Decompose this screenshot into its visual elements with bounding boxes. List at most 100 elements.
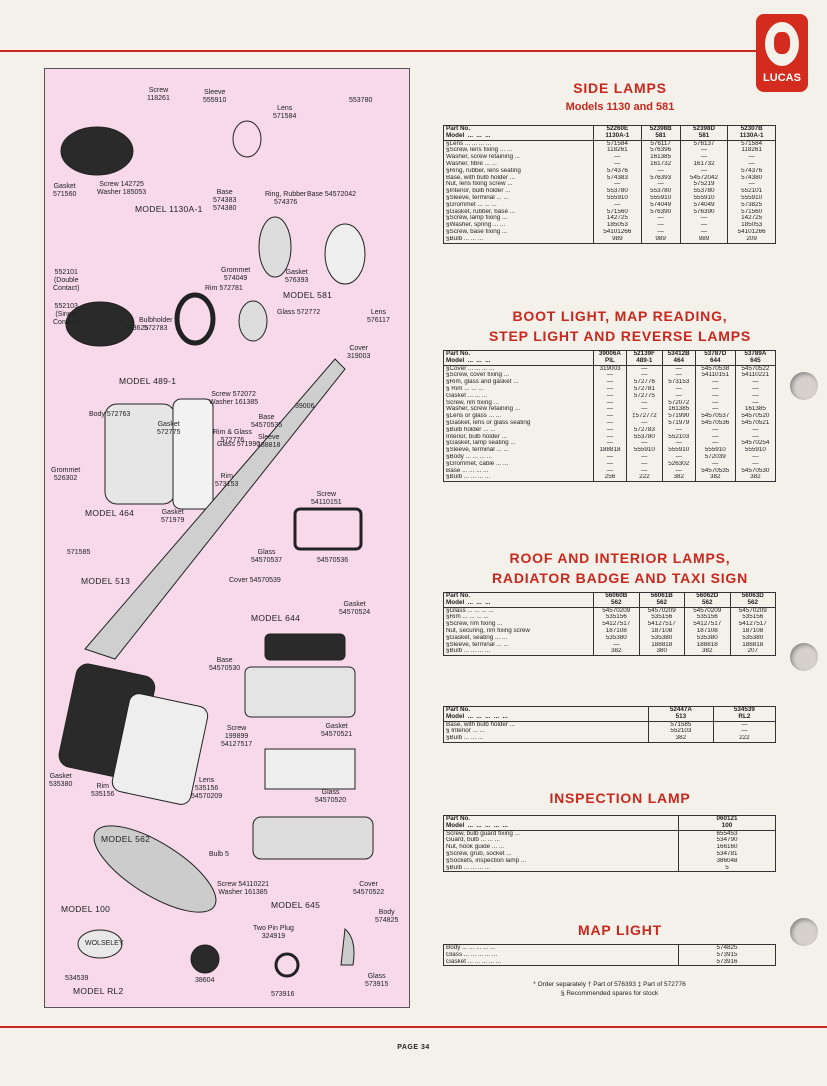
part-number-cell: 54110221 [741, 372, 770, 379]
part-callout: Cover 319003 [347, 345, 371, 360]
parts-table: Part No. Model ... ... ... ... ...52447A… [443, 706, 777, 743]
part-number-cell: 54570538 [701, 365, 730, 372]
part-number-cell: 555910 [668, 447, 690, 454]
part-number-cell: 535380 [696, 634, 718, 641]
header-part-cell: 52260E 1130A-1 [593, 125, 642, 141]
crest-icon [765, 22, 799, 66]
part-number-cell: — [700, 147, 708, 154]
part-number-cell: — [752, 379, 759, 386]
part-description: §Rim ... ... ... ... [446, 614, 489, 621]
header-part-cell: 52447A 513 [648, 706, 714, 722]
binder-hole [790, 918, 818, 946]
part-callout: Grommet 574049 [221, 267, 251, 282]
header-part-cell: 56060B 562 [593, 592, 640, 608]
part-callout: Base 54570530 [209, 657, 241, 672]
part-description: §Cover ... ... ... ... [446, 365, 495, 372]
part-number-cell: 54127517 [647, 621, 676, 628]
part-number-cell: 571979 [668, 419, 690, 426]
part-number-cell: — [606, 372, 614, 379]
part-callout: Gasket 572775 [157, 421, 181, 436]
part-description: Washer, screw retaining ... [446, 154, 520, 161]
part-number-cell: 142725 [741, 215, 763, 222]
part-description: §Bulb ... ... ... ... [446, 648, 491, 655]
part-number-cell: 574049 [650, 201, 672, 208]
part-number-cell: — [712, 406, 719, 413]
part-number-cell: — [606, 419, 614, 426]
glass-562 [264, 748, 356, 790]
part-number-cell: 572775 [633, 392, 655, 399]
part-number-cell: 161732 [693, 160, 715, 167]
part-callout: Base 574383 574380 [213, 189, 237, 212]
header-part-cell: 56061B 562 [638, 592, 685, 608]
model-label: MODEL 644 [251, 613, 301, 623]
part-callout: 571585 [67, 549, 91, 556]
part-number-cell: 574376 [741, 167, 763, 174]
section-heading: SIDE LAMPS [573, 80, 667, 96]
part-callout: Grommet 526302 [51, 467, 81, 482]
base-581 [258, 216, 292, 278]
part-number-cell: — [748, 160, 755, 167]
part-description: Body ... ... ... ... ... [446, 945, 496, 951]
table-body-row: Base, with bulb holder ...§ Interior ...… [443, 720, 777, 743]
part-callout: 552101 (Double Contact) [53, 269, 80, 292]
model-label: MODEL 513 [81, 576, 131, 586]
table-header-row: Part No. Model ... ... ...52260E 1130A-1… [443, 125, 776, 141]
part-number-cell: — [675, 440, 682, 447]
part-number-cell: 571560 [606, 208, 628, 215]
part-number-cell: — [641, 467, 648, 474]
parts-table: Part No. Model ... ... ... ... ...060121… [443, 815, 776, 873]
part-callout: Gasket 535380 [49, 773, 73, 788]
section-heading: BOOT LIGHT, MAP READING, STEP LIGHT AND … [489, 308, 751, 344]
part-number-cell: — [641, 372, 648, 379]
part-number-cell: 553780 [633, 433, 655, 440]
part-number-cell: — [748, 154, 755, 161]
part-number-cell: — [752, 453, 759, 460]
table-body-row: §Glass ... ... ... ...§Rim ... ... ... .… [443, 606, 776, 657]
part-number-cell: — [657, 228, 664, 235]
part-number-cell: 54570209 [602, 607, 631, 614]
part-number-cell: — [613, 641, 620, 648]
part-number-cell: 54101266 [603, 228, 632, 235]
model-label: MODEL 581 [283, 290, 333, 300]
part-number-cell: — [700, 215, 708, 222]
part-description: §Bulb holder ... ... [446, 426, 496, 433]
model-label: MODEL 489-1 [119, 376, 177, 386]
part-number-cell: — [641, 365, 648, 372]
part-number-cell: — [741, 721, 748, 728]
table-header-row: Part No. Model ... ... ... ... ...52447A… [443, 706, 777, 722]
part-number-cell: 382 [673, 474, 684, 481]
part-number-cell: 552101 [741, 188, 763, 195]
part-number-cell: 54570530 [741, 467, 770, 474]
part-callout: 54570536 [317, 557, 349, 564]
part-description: Base, with bulb holder ... [446, 721, 515, 728]
section-heading: ROOF AND INTERIOR LAMPS, RADIATOR BADGE … [492, 550, 748, 586]
part-number-cell: — [675, 467, 682, 474]
part-callout: 553780 [349, 97, 373, 104]
part-number-cell: 54570209 [647, 607, 676, 614]
part-number-cell: 54127517 [738, 621, 767, 628]
header-part-cell: 53412B 464 [661, 350, 696, 366]
part-description: §Gasket, seating ... ... [446, 634, 508, 641]
part-number-cell: 535380 [605, 634, 627, 641]
lamp-644-body [84, 358, 346, 660]
header-part-cell: 52139F 489-1 [625, 350, 663, 366]
lens-581 [324, 223, 366, 285]
part-number-cell: 576396 [650, 147, 672, 154]
footnotes: * Order separately † Part of 576393 ‡ Pa… [443, 980, 776, 998]
part-number-cell: 576117 [650, 140, 671, 147]
part-number-cell: 535156 [742, 614, 764, 621]
part-description: Gasket ... ... ... ... ... [446, 958, 501, 965]
part-callout: Gasket 54570524 [339, 601, 371, 616]
rim-489 [174, 292, 216, 346]
part-number-cell: — [657, 222, 664, 229]
part-number-cell: — [712, 399, 719, 406]
part-number-cell: 571584 [606, 140, 628, 147]
part-callout: Rim 573153 [215, 473, 239, 488]
part-number-cell: 382 [701, 648, 713, 655]
